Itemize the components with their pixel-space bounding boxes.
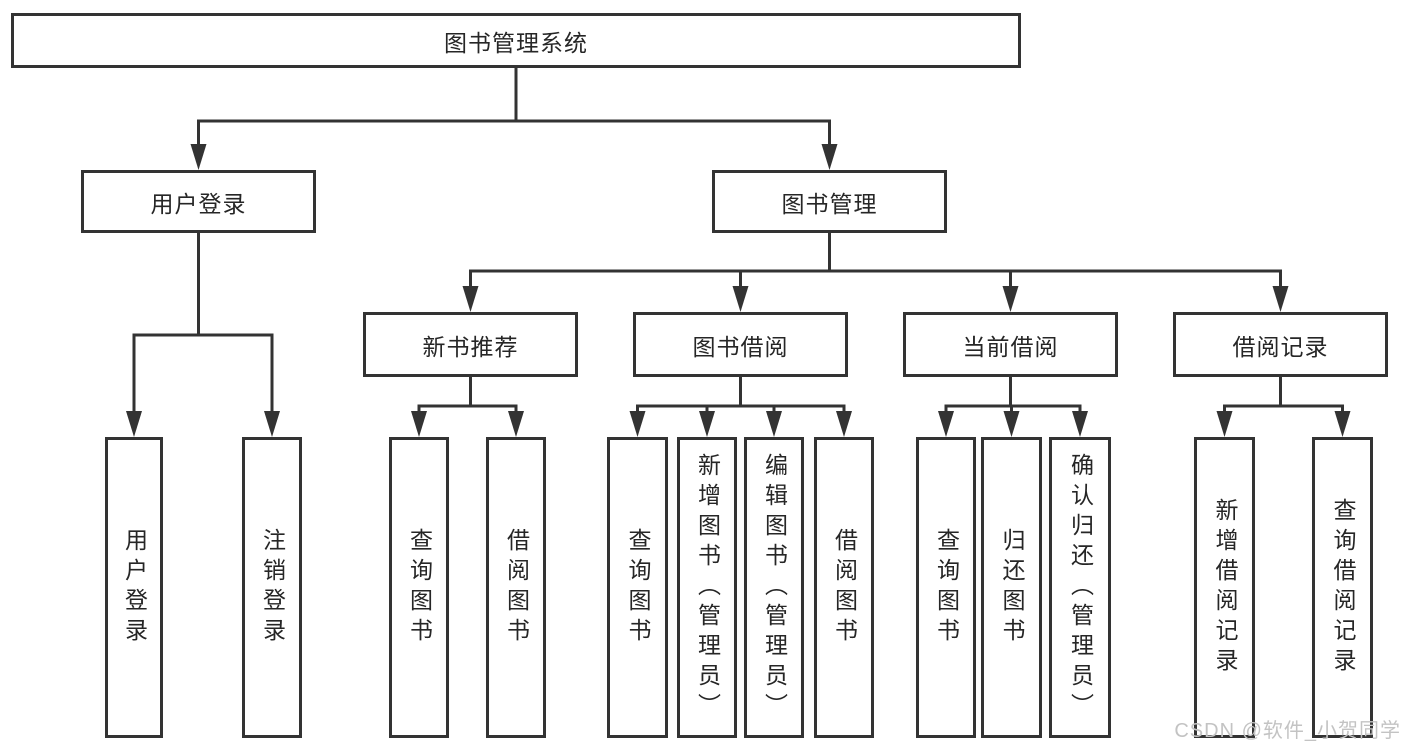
node-new-book-recommend: 新书推荐 [363,312,578,377]
node-borrowing-records-label: 借阅记录 [1232,333,1329,360]
node-edit-book-admin: 编辑图书（管理员） [744,437,804,738]
node-book-management-label: 图书管理 [781,190,878,217]
node-borrow-books-2: 借阅图书 [814,437,874,738]
node-add-book-admin: 新增图书（管理员） [677,437,737,738]
node-add-borrow-record: 新增借阅记录 [1194,437,1255,738]
node-new-book-recommend-label: 新书推荐 [422,333,519,360]
arrowhead-icon [126,144,1351,437]
node-book-management: 图书管理 [712,170,947,233]
node-user-login-leaf: 用户登录 [105,437,163,738]
node-current-borrowing-label: 当前借阅 [962,333,1059,360]
node-logout: 注销登录 [242,437,302,738]
node-confirm-return-admin: 确认归还（管理员） [1049,437,1111,738]
node-root: 图书管理系统 [11,13,1021,68]
node-book-borrowing-label: 图书借阅 [692,333,789,360]
watermark: CSDN @软件_小贺同学 [1174,720,1401,742]
node-query-books-1: 查询图书 [389,437,449,738]
node-query-books-3: 查询图书 [916,437,976,738]
node-return-books: 归还图书 [981,437,1042,738]
node-borrow-books-1: 借阅图书 [486,437,546,738]
node-query-borrow-record: 查询借阅记录 [1312,437,1373,738]
node-user-login: 用户登录 [81,170,316,233]
node-current-borrowing: 当前借阅 [903,312,1118,377]
node-query-books-2: 查询图书 [607,437,668,738]
node-user-login-label: 用户登录 [150,190,247,217]
node-book-borrowing: 图书借阅 [633,312,848,377]
node-borrowing-records: 借阅记录 [1173,312,1388,377]
node-root-label: 图书管理系统 [444,29,588,56]
